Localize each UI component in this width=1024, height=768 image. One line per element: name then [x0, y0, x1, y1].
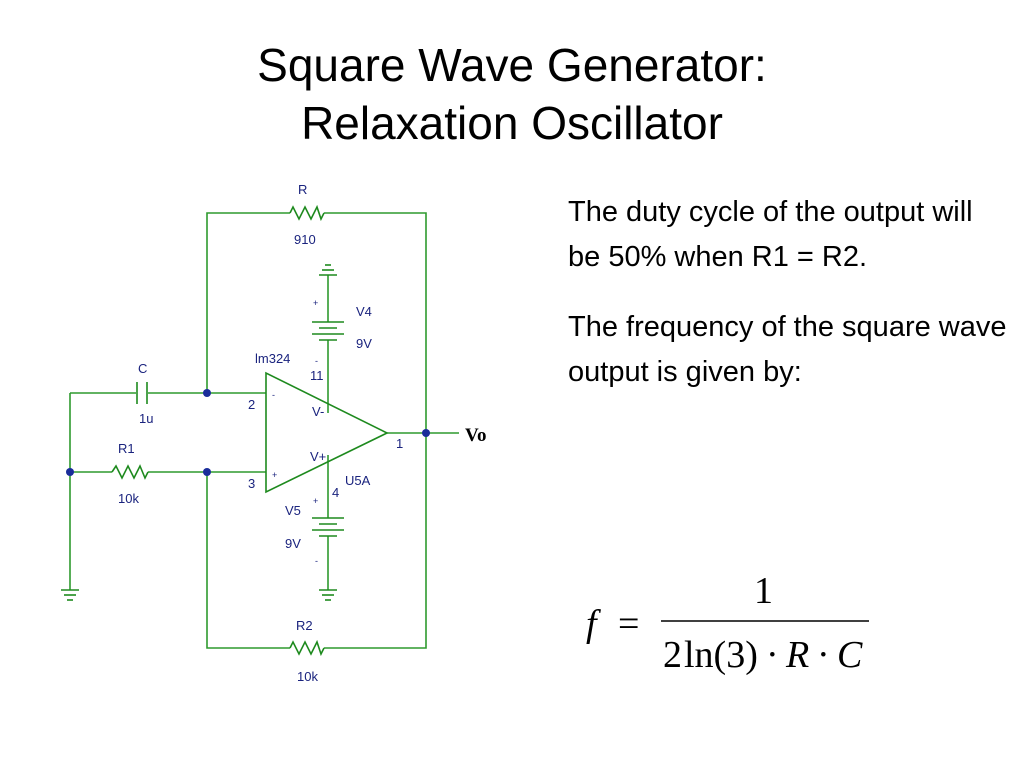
duty-cycle-paragraph: The duty cycle of the output will be 50%… [568, 196, 973, 273]
label-v5-value: 9V [285, 536, 301, 551]
capacitor-c [136, 382, 148, 404]
resistor-r1 [111, 464, 149, 480]
ground-symbol-input [61, 589, 79, 601]
description-text: The duty cycle of the output will be 50%… [568, 190, 1008, 395]
ground-symbol-v5 [319, 589, 337, 601]
label-vminus: V- [312, 404, 324, 419]
junction-dot [203, 468, 211, 476]
label-r2-name: R2 [296, 618, 313, 633]
formula-f: f [586, 603, 601, 645]
formula-den-dot-2: · [817, 634, 830, 676]
label-opamp-name: lm324 [255, 351, 290, 366]
label-noninverting-sign: + [272, 470, 277, 480]
title-line-2: Relaxation Oscillator [301, 97, 723, 149]
formula-den-c: C [837, 634, 863, 676]
resistor-r [289, 204, 325, 222]
label-v5-minus: - [315, 556, 318, 566]
junction-dot [66, 468, 74, 476]
formula-equals: = [618, 603, 639, 645]
formula-den-dot-1: · [766, 634, 779, 676]
ground-symbol-v4 [319, 264, 337, 276]
resistor-r2 [289, 639, 325, 657]
formula-den-two: 2 [663, 634, 682, 676]
label-inverting-sign: - [272, 390, 275, 400]
junction-dot [422, 429, 430, 437]
label-r1-value: 10k [118, 491, 139, 506]
label-v5-plus: + [313, 496, 318, 506]
label-r-value: 910 [294, 232, 316, 247]
opamp-triangle [265, 371, 389, 494]
label-v4-minus: - [315, 356, 318, 366]
label-pin-11: 11 [310, 368, 324, 383]
label-pin-4: 4 [332, 485, 339, 500]
label-c-name: C [138, 361, 147, 376]
label-c-value: 1u [139, 411, 153, 426]
label-output-vo: Vo [465, 425, 486, 446]
label-r2-value: 10k [297, 669, 318, 684]
label-v4-value: 9V [356, 336, 372, 351]
junction-dot [203, 389, 211, 397]
label-r1-name: R1 [118, 441, 135, 456]
battery-v4 [312, 321, 344, 341]
label-pin-1: 1 [396, 436, 403, 451]
label-v4-plus: + [313, 298, 318, 308]
label-v4-name: V4 [356, 304, 372, 319]
label-vplus: V+ [310, 449, 326, 464]
label-opamp-ref: U5A [345, 473, 371, 488]
label-r-name: R [298, 182, 307, 197]
formula-numerator: 1 [754, 570, 773, 612]
formula-den-r: R [785, 634, 809, 676]
battery-v5 [312, 517, 344, 537]
label-pin-2: 2 [248, 397, 255, 412]
frequency-paragraph: The frequency of the square wave output … [568, 311, 1007, 388]
title-line-1: Square Wave Generator: [257, 39, 767, 91]
label-v5-name: V5 [285, 503, 301, 518]
slide-title: Square Wave Generator: Relaxation Oscill… [0, 36, 1024, 152]
formula-den-ln: ln(3) [684, 634, 758, 676]
label-pin-3: 3 [248, 476, 255, 491]
